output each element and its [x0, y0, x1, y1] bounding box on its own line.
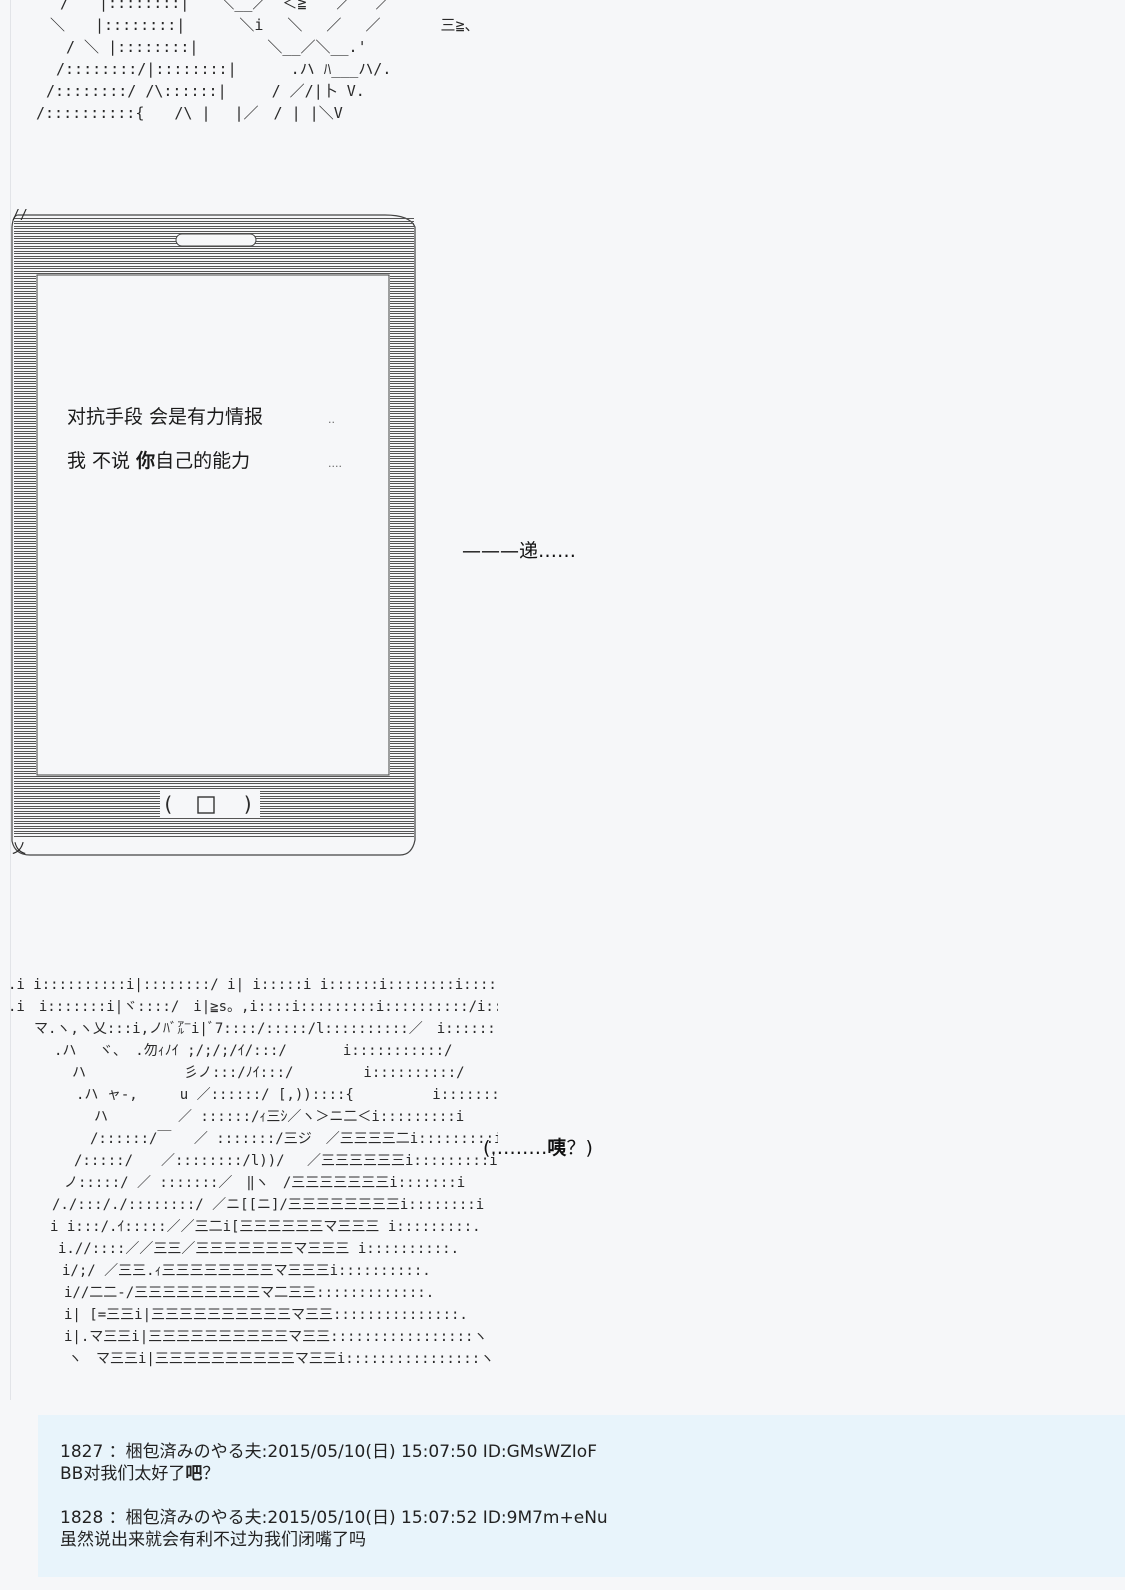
comment-header: 1828 ：梱包済みのやる夫:2015/05/10(日) 15:07:52 ID… [60, 1508, 608, 1528]
narration-reaction: (………咦？) [483, 1137, 593, 1159]
comment-section: 1827 ：梱包済みのやる夫:2015/05/10(日) 15:07:50 ID… [38, 1415, 1125, 1577]
svg-text:/::::::::/ /\::::::| / ／/|卜: /::::::::/ /\::::::| / ／/|卜 V. ノ [46, 82, 470, 100]
svg-text:ハ ／ ::::::/ｨ三ｼ／ヽ＞ニ二＜i:::::: ハ ／ ::::::/ｨ三ｼ／ヽ＞ニ二＜i:::::::::i [94, 1109, 464, 1125]
svg-text:＼ |::::::::| ＼i ＼ ／ ／: ＼ |::::::::| ＼i ＼ ／ ／ 三≧、 [50, 16, 470, 34]
svg-text:(: ( [162, 792, 174, 816]
comment-body: 虽然说出来就会有利不过为我们闭嘴了吗 [60, 1530, 366, 1550]
page-left-rule [10, 0, 11, 1400]
phone-message-line-1: 对抗手段 会是有力情报 [67, 406, 264, 428]
svg-text:/ |::::::::| ＼__／ ＜≧ ／ ／: / |::::::::| ＼__／ ＜≧ ／ ／ [60, 0, 390, 12]
svg-text:/::::::/￣ ／ :::::::/三ジ ／三三三三二: /::::::/￣ ／ :::::::/三ジ ／三三三三二i:::::::::i [90, 1131, 498, 1147]
svg-text:マ.ヽ,ヽ乂:::i,ノﾊﾞ㌃i|ﾞ7::::/:::::/: マ.ヽ,ヽ乂:::i,ノﾊﾞ㌃i|ﾞ7::::/:::::/l:::::::::… [34, 1021, 498, 1037]
narration-hand-over: ———递…… [462, 540, 577, 562]
svg-text:/::::::::/|::::::::| .ハ ﾊ__: /::::::::/|::::::::| .ハ ﾊ___ハ/. | [56, 60, 470, 78]
svg-text://: // [12, 208, 28, 223]
ascii-art-smartphone: ( ) // 乂 [11, 208, 416, 857]
svg-text:/ ＼ |::::::::| ＼__／＼__.': / ＼ |::::::::| ＼__／＼__.' /\ [66, 38, 470, 56]
svg-text:i.//::::／／三三／三三三三三三三マ三三三 i::::: i.//::::／／三三／三三三三三三三マ三三三 i::::::::::. [58, 1241, 459, 1257]
ascii-art-character: .i i::::::::::i|::::::::/ i| i:::::i i::… [8, 977, 498, 1367]
svg-text:.i i:::::::i|ヾ::::/ i|≧s。,i:::: .i i:::::::i|ヾ::::/ i|≧s。,i::::i::::::::… [8, 999, 498, 1015]
svg-text:i| [=三三i|三三三三三三三三三三マ三三::::::::: i| [=三三i|三三三三三三三三三三マ三三:::::::::::::::. [64, 1307, 468, 1323]
phone-message-line-2: 我 不说 你自己的能力 [67, 450, 251, 472]
comment-1828: 1828 ：梱包済みのやる夫:2015/05/10(日) 15:07:52 ID… [60, 1507, 608, 1551]
ascii-art-top: / |::::::::| ＼__／ ＜≧ ／ ／ ＼ |::::::::| ＼i… [36, 0, 470, 122]
svg-text:ヽ マ三三i|三三三三三三三三三三マ三三i:::::::::: ヽ マ三三i|三三三三三三三三三三マ三三i::::::::::::::::ヽ [68, 1351, 494, 1367]
svg-text:i/;/ ／三三.ｨ三三三三三三三三マ三三三i:::::::: i/;/ ／三三.ｨ三三三三三三三三マ三三三i::::::::::. [62, 1263, 431, 1279]
svg-text:.i i::::::::::i|::::::::/ i| i: .i i::::::::::i|::::::::/ i| i:::::i i::… [8, 977, 498, 993]
comment-body: BB对我们太好了吧？ [60, 1464, 220, 1484]
svg-text:/./:::/./::::::::/ ／ニ[[ニ]/三三三三: /./:::/./::::::::/ ／ニ[[ニ]/三三三三三三三三i:::::… [52, 1197, 484, 1213]
comment-1827: 1827 ：梱包済みのやる夫:2015/05/10(日) 15:07:50 ID… [60, 1441, 597, 1485]
comment-header: 1827 ：梱包済みのやる夫:2015/05/10(日) 15:07:50 ID… [60, 1442, 597, 1462]
phone-ellipsis-2: .... [328, 457, 342, 470]
svg-text:i i:::/.ｲ:::::／／三二i[三三三三三三マ三三三: i i:::/.ｲ:::::／／三二i[三三三三三三マ三三三 i::::::::… [50, 1219, 481, 1235]
svg-text:/:::::/ ／::::::::/l))/ ／三三三三: /:::::/ ／::::::::/l))/ ／三三三三三三i:::::::::… [74, 1153, 498, 1169]
svg-text:i//二二-/三三三三三三三三三マ二三三::::::::::: i//二二-/三三三三三三三三三マ二三三:::::::::::::. [64, 1285, 434, 1301]
svg-text:): ) [242, 792, 254, 816]
svg-text:ノ:::::/ ／ :::::::／ ‖ヽ /三三三三三三三: ノ:::::/ ／ :::::::／ ‖ヽ /三三三三三三三i:::::::i [64, 1175, 465, 1191]
phone-ellipsis-1: .. [328, 413, 335, 426]
svg-text:.ハ ャ-, u ／::::::/ [,))::::{: .ハ ャ-, u ／::::::/ [,))::::{ i::::::::::i [76, 1087, 498, 1103]
svg-text:ハ 彡ノ:::/ﾉｲ:::/ i::::: ハ 彡ノ:::/ﾉｲ:::/ i::::::::::/ [72, 1065, 465, 1081]
svg-text:i|.マ三三i|三三三三三三三三三三マ三三:::::::::: i|.マ三三i|三三三三三三三三三三マ三三:::::::::::::::::ヽ [64, 1329, 487, 1345]
svg-text:.ハ ヾ、 .勿ｨﾉｲ ;/;/;/ｲ/:::/ i: .ハ ヾ、 .勿ｨﾉｲ ;/;/;/ｲ/:::/ i:::::::::::/ [54, 1043, 452, 1059]
svg-text:/::::::::::{ /\ | |／ / | |＼V: /::::::::::{ /\ | |／ / | |＼V / [36, 104, 470, 122]
svg-text:乂: 乂 [12, 841, 26, 857]
